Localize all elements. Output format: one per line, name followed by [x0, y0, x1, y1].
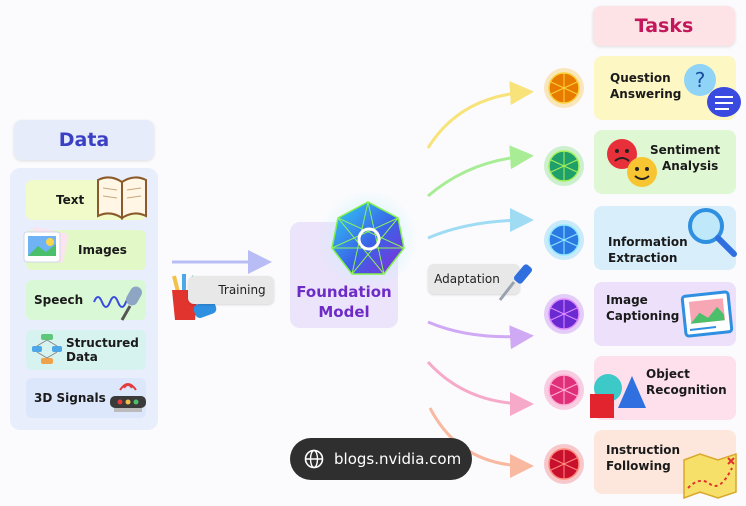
- data-header: Data: [14, 120, 154, 160]
- adaptation-pill: Adaptation: [428, 264, 520, 294]
- task-label-line2: Analysis: [662, 159, 719, 173]
- image-icon: [23, 227, 69, 263]
- data-item-label: Structured Data: [66, 336, 139, 364]
- microphone-icon: [93, 286, 142, 321]
- question-bubble-icon: ?: [684, 64, 741, 117]
- task-label-line1: Information: [608, 235, 688, 249]
- arrow-sentiment-analysis: [427, 145, 534, 198]
- data-item-label: Images: [78, 243, 127, 257]
- foundation-model-title: Foundation Model: [290, 282, 398, 322]
- training-pill: Training: [188, 276, 274, 304]
- svg-text:?: ?: [695, 68, 706, 92]
- arrow-question-answering: [426, 81, 534, 149]
- task-orb-image-captioning: [544, 294, 584, 334]
- foundation-model-line2: Model: [318, 303, 370, 321]
- task-label-line2: Captioning: [606, 309, 680, 323]
- task-orb-instruction-following: [544, 444, 584, 484]
- arrow-information-extraction: [427, 208, 534, 240]
- data-item-label: Speech: [34, 293, 84, 307]
- task-label-line1: Image: [606, 293, 648, 307]
- data-item-label: Text: [56, 193, 85, 207]
- data-title: Data: [58, 129, 110, 151]
- arrow-object-recognition: [426, 360, 534, 416]
- arrow-image-captioning: [427, 320, 534, 350]
- picture-frame-icon: [680, 290, 734, 338]
- tasks-header: Tasks: [593, 6, 735, 46]
- task-orb-question-answering: [544, 68, 584, 108]
- data-item-label: 3D Signals: [34, 391, 106, 405]
- task-label-line2: Recognition: [646, 383, 727, 397]
- task-label-line2: Following: [606, 459, 671, 473]
- foundation-model-line1: Foundation: [296, 283, 392, 301]
- sensor-icon: [110, 383, 146, 412]
- tasks-title: Tasks: [634, 15, 694, 37]
- magnifier-icon: [688, 208, 737, 257]
- task-label-line2: Extraction: [608, 251, 678, 265]
- shapes-icon: [590, 374, 646, 418]
- task-orb-sentiment-analysis: [544, 146, 584, 186]
- flowchart-icon: [32, 334, 62, 364]
- task-orb-object-recognition: [544, 370, 584, 410]
- task-orb-information-extraction: [544, 220, 584, 260]
- screwdriver-icon: [498, 264, 533, 301]
- book-icon: [97, 176, 147, 220]
- data-panel: Text Images Speech Structured Data: [10, 168, 158, 430]
- training-label: Training: [218, 283, 266, 297]
- emoji-faces-icon: [607, 139, 657, 187]
- task-label-line2: Answering: [610, 87, 682, 101]
- foundation-model-orb: [318, 190, 418, 290]
- globe-icon: [304, 449, 324, 469]
- task-label-line1: Object: [646, 367, 690, 381]
- map-icon: [683, 452, 737, 500]
- adaptation-label: Adaptation: [434, 272, 500, 286]
- watermark-badge: blogs.nvidia.com: [290, 438, 472, 480]
- task-label-line1: Sentiment: [650, 143, 721, 157]
- task-label-line1: Instruction: [606, 443, 681, 457]
- task-label-line1: Question: [610, 71, 671, 85]
- watermark-text: blogs.nvidia.com: [334, 450, 462, 468]
